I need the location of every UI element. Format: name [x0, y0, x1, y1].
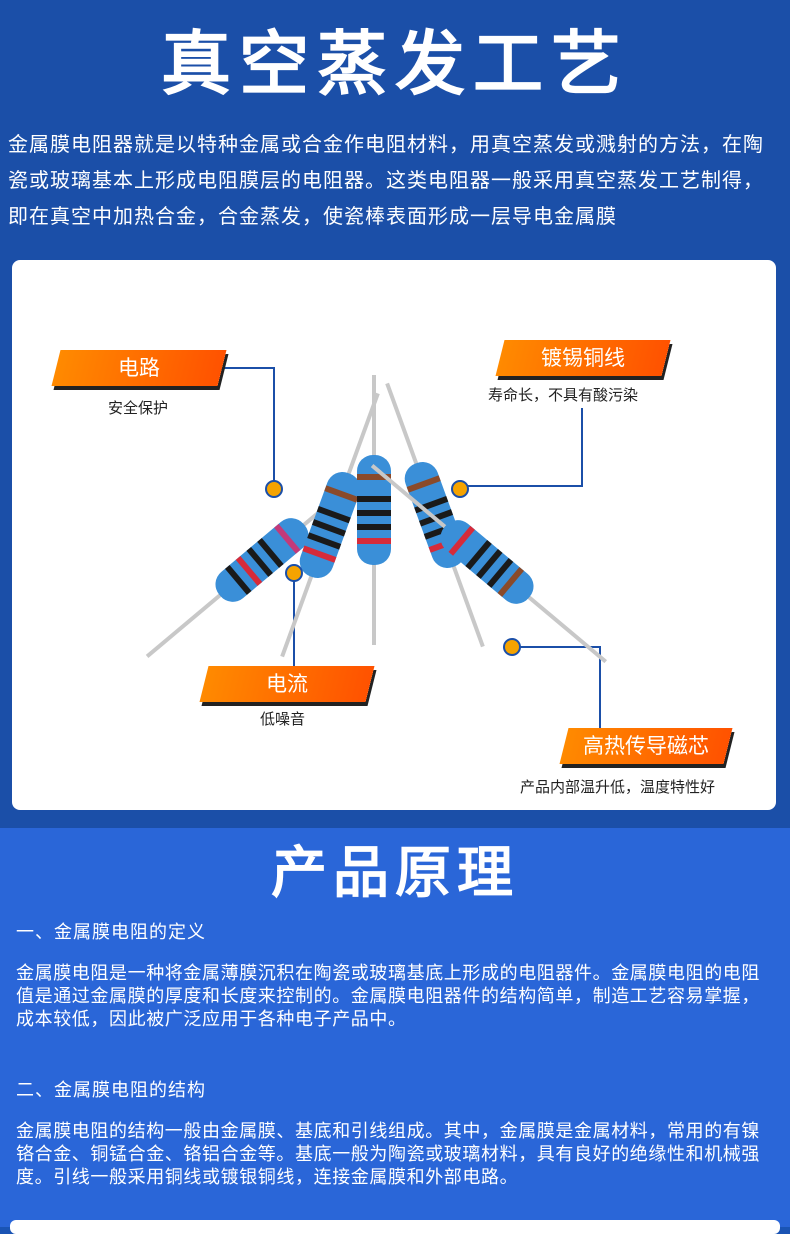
- vacuum-section: 真空蒸发工艺 金属膜电阻器就是以特种金属或合金作电阻材料，用真空蒸发或溅射的方法…: [0, 0, 790, 828]
- principle-section: 产品原理 一、金属膜电阻的定义 金属膜电阻是一种将金属薄膜沉积在陶瓷或玻璃基底上…: [0, 828, 790, 1227]
- heading-structure: 二、金属膜电阻的结构: [16, 1080, 206, 1101]
- desc-core: 产品内部温升低，温度特性好: [520, 778, 716, 796]
- heading-definition: 一、金属膜电阻的定义: [16, 922, 206, 943]
- tag-circuit: 电路: [51, 350, 227, 386]
- resistors-illustration: [145, 367, 608, 730]
- tag-current: 电流: [199, 666, 375, 702]
- tag-tin-copper-wire: 镀锡铜线: [495, 340, 671, 376]
- desc-tin-copper-wire: 寿命长，不具有酸污染: [488, 386, 639, 404]
- section-title: 真空蒸发工艺: [161, 23, 629, 105]
- paragraph-structure: 金属膜电阻的结构一般由金属膜、基底和引线组成。其中，金属膜是金属材料，常用的有镍…: [16, 1121, 760, 1188]
- intro-paragraph: 金属膜电阻器就是以特种金属或合金作电阻材料，用真空蒸发或溅射的方法，在陶瓷或玻璃…: [8, 132, 764, 228]
- paragraph-definition: 金属膜电阻是一种将金属薄膜沉积在陶瓷或玻璃基底上形成的电阻器件。金属膜电阻的电阻…: [16, 963, 760, 1030]
- next-panel-edge: [10, 1220, 780, 1234]
- section-title: 产品原理: [271, 841, 519, 906]
- desc-current: 低噪音: [260, 710, 306, 728]
- desc-circuit: 安全保护: [108, 399, 169, 417]
- tag-core: 高热传导磁芯: [559, 728, 733, 764]
- product-panel: 电路 安全保护 镀锡铜线 寿命长，不具有酸污染 电流 低噪音 高热传导磁芯 产品…: [12, 260, 776, 810]
